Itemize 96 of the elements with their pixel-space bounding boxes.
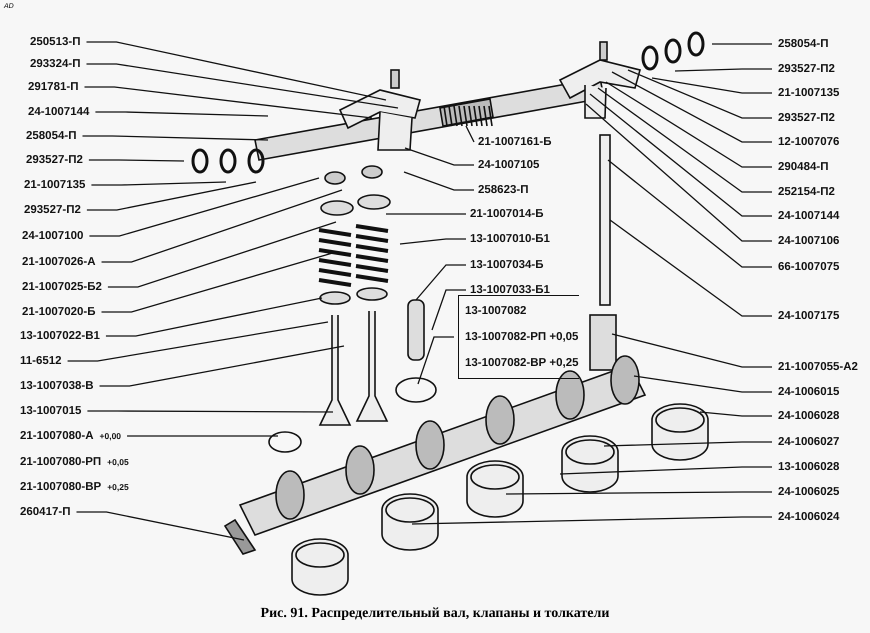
part-number: 293324-П [30,57,80,71]
part-number: 293527-П2 [778,62,835,76]
leader-line [88,159,184,162]
leader-line [431,289,466,330]
tolerance: +0,05 [107,457,129,467]
leader-line [586,104,772,242]
leader-line [412,516,772,525]
leader-line [560,466,772,475]
leader-line [628,69,772,119]
part-number: 290484-П [778,160,828,174]
leader-line [106,297,322,337]
leader-line [404,147,474,166]
part-number: 13-1006028 [778,460,840,474]
leader-line [386,213,466,215]
part-number: 13-1007082-ВР +0,25 [465,356,578,371]
part-number: 24-1007100 [22,229,84,243]
leader-line [76,511,244,541]
tolerance: +0,00 [100,431,122,441]
part-number: 24-1007144 [28,105,90,119]
leader-line [598,87,772,193]
leader-line [95,111,268,117]
part-number: 24-1007105 [478,158,540,172]
part-number: 11-6512 [20,354,62,368]
leader-line [91,181,226,186]
part-number: 13-1007034-Б [470,258,544,272]
leader-line [404,171,474,191]
part-number: 13-1007015 [20,404,82,418]
part-number: 21-1007080-РП [20,456,102,468]
part-number: 291781-П [28,80,78,94]
part-number: 250513-П [30,35,80,49]
part-number: 24-1007175 [778,309,840,323]
part-number: 293527-П2 [26,153,83,167]
part-number: 13-1007010-Б1 [470,232,550,246]
part-number: 24-1006027 [778,435,840,449]
part-number: 21-1007014-Б [470,207,544,221]
leader-line [590,94,772,217]
leader-line [400,238,466,245]
leader-line [652,77,772,94]
part-number: 21-1007026-А [22,255,96,269]
leader-line [108,221,336,288]
leader-line [700,411,772,417]
part-number: 24-1006028 [778,409,840,423]
part-number: 21-1007080-А [20,430,94,442]
part-number: 13-1007033-Б1 [470,283,550,297]
leader-line [417,336,454,384]
part-number: 293527-П2 [24,203,81,217]
part-number: 21-1007135 [778,86,840,100]
part-number: 260417-П [20,505,70,519]
leader-line [86,41,386,101]
leader-line [82,135,268,141]
part-number: 21-1007135 [24,178,86,192]
part-number: 24-1006024 [778,510,840,524]
part-number: 66-1007075 [778,260,840,274]
leader-line [712,43,772,45]
leader-line [604,441,772,447]
leader-line [416,264,466,300]
leader-line [506,491,772,495]
leader-line [127,435,278,437]
leader-line [86,181,256,211]
part-number: 12-1007076 [778,135,840,149]
leader-line [100,345,344,387]
part-number: 21-1007055-А2 [778,360,858,374]
leader-line [608,160,772,268]
part-number: 21-1007020-Б [22,305,96,319]
leader-line [674,68,772,72]
part-number: 252154-П2 [778,185,835,199]
part-number: 13-1007022-В1 [20,329,100,343]
part-number: 21-1007161-Б [478,135,552,149]
part-number: 24-1006025 [778,485,840,499]
part-number: 258054-П [778,37,828,51]
leader-line [68,321,328,362]
part-number: 13-1007082-РП +0,05 [465,330,578,345]
leader-line [87,410,333,413]
leader-line [84,86,372,119]
part-number: 13-1007082 [465,304,528,319]
part-number: 21-1007080-ВР [20,481,102,493]
leader-line [612,71,772,143]
leader-line [612,333,772,368]
leader-line [86,63,398,109]
part-number: 24-1007106 [778,234,840,248]
leader-line [89,177,320,237]
leader-line [610,219,772,317]
leader-line [634,375,772,393]
leader-line [102,189,342,263]
part-number: 24-1007144 [778,209,840,223]
part-number: 24-1006015 [778,385,840,399]
leader-line [465,126,475,142]
figure-caption: Рис. 91. Распределительный вал, клапаны и толкатели [260,606,610,622]
bracket [458,295,578,379]
part-number: 258623-П [478,183,528,197]
leader-line [606,81,772,168]
part-number: 258054-П [26,129,76,143]
tolerance: +0,25 [107,482,129,492]
part-number: 293527-П2 [778,111,835,125]
part-number: 13-1007038-В [20,379,94,393]
part-number: 21-1007025-Б2 [22,280,102,294]
